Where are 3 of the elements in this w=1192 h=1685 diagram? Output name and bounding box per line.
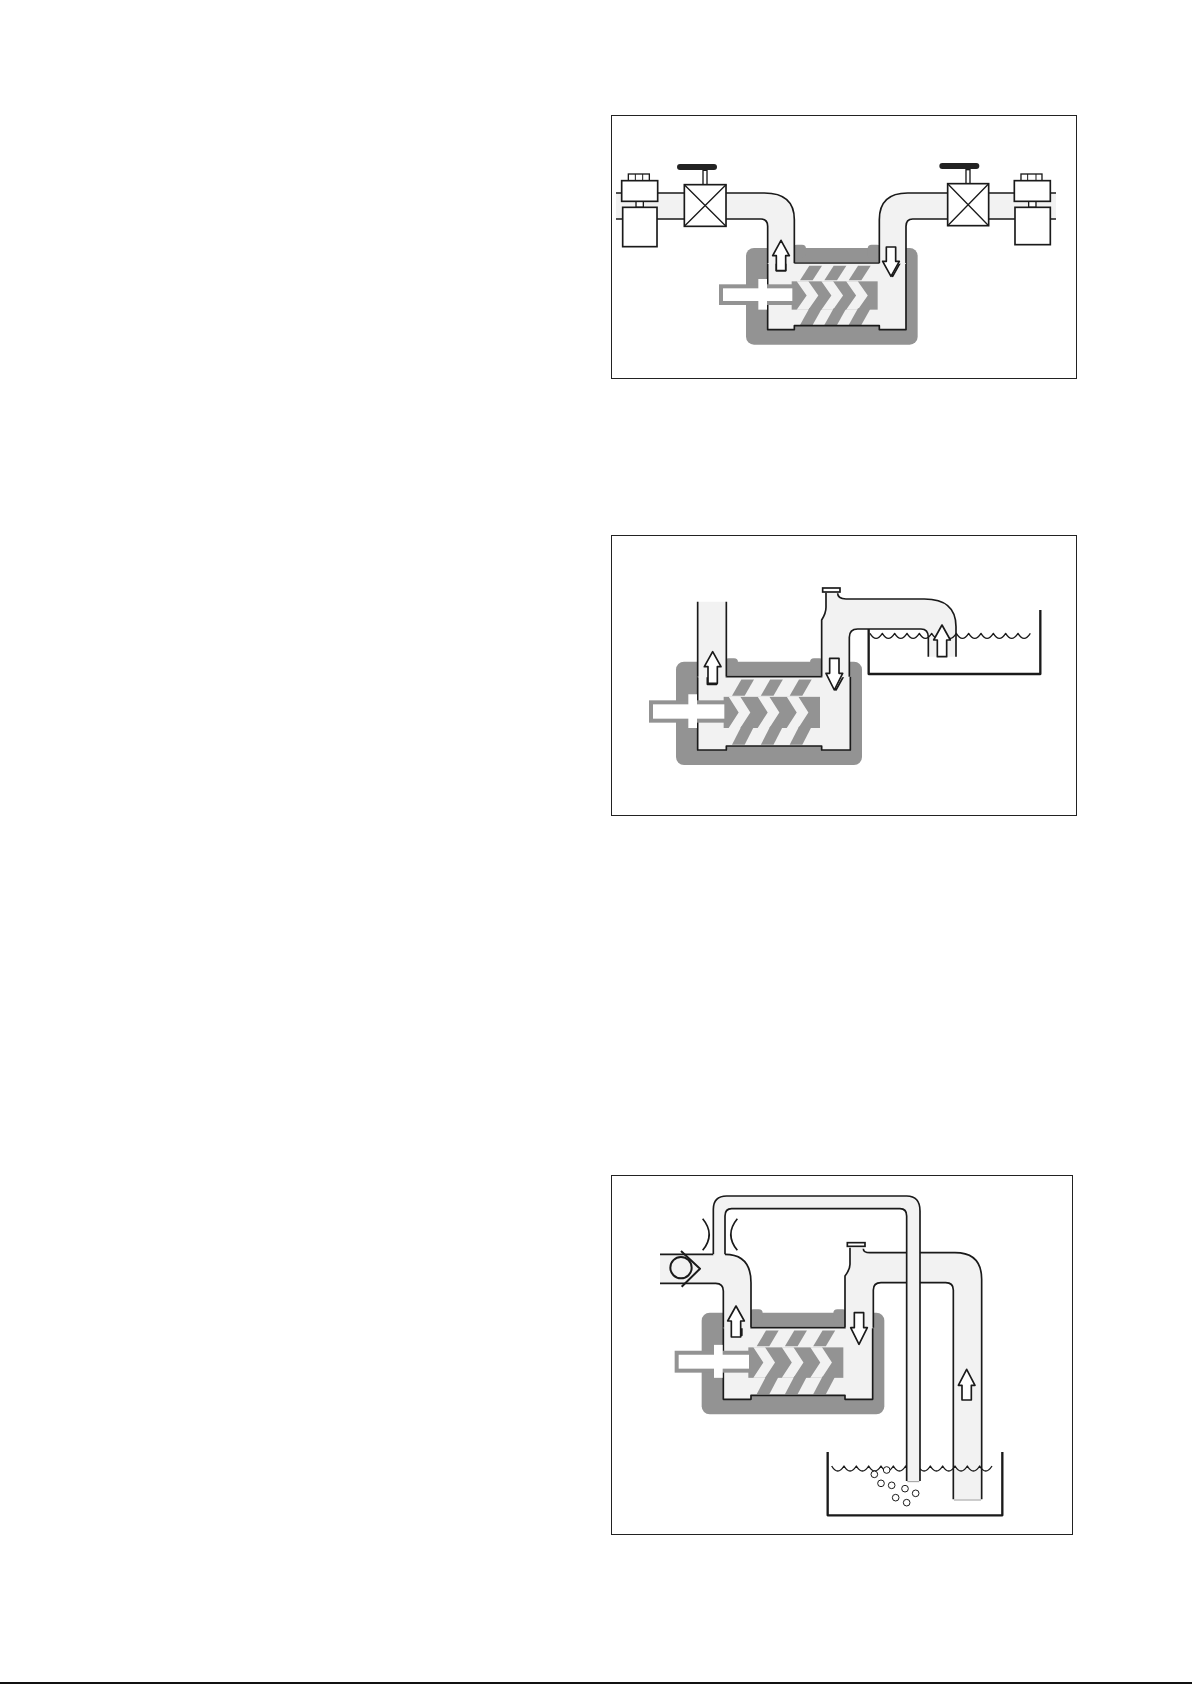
figure-frame [611,535,1077,816]
figure-frame [611,1175,1073,1535]
figure-frame [611,115,1077,379]
